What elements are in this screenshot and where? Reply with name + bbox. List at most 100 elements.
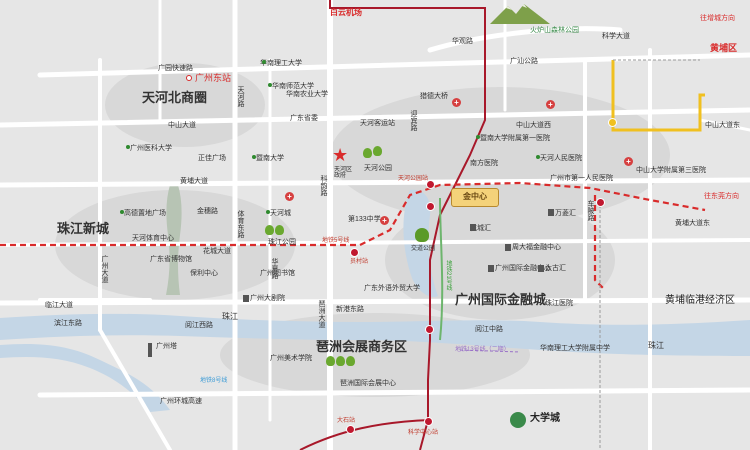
road-binjiang: 滨江东路 <box>54 320 82 327</box>
station-tianhe-east[interactable] <box>596 198 605 207</box>
station-pazhou[interactable] <box>425 325 434 334</box>
road-huaxia: 华夏路 <box>271 258 278 279</box>
road-guangshan: 广汕公路 <box>510 58 538 65</box>
poi-label: 天河体育中心 <box>132 235 174 242</box>
poi-label: 广东省博物馆 <box>150 256 192 263</box>
building-icon <box>148 343 152 357</box>
building-icon <box>548 209 554 216</box>
tree-icon <box>363 148 372 158</box>
tianhe-park: 天河公园 <box>364 165 392 172</box>
poi-label: 广州美术学院 <box>270 355 312 362</box>
tianhe-gov: 天河区政府 <box>334 167 353 179</box>
station-dashi[interactable] <box>346 425 355 434</box>
poi-label: 珠江医院 <box>545 300 573 307</box>
road-jinsui: 金穗路 <box>197 208 218 215</box>
station-tianhe-smart[interactable] <box>426 180 435 189</box>
road-guangyuan: 广园快速路 <box>158 65 193 72</box>
road-linjiang: 临江大道 <box>45 302 73 309</box>
poi-label: 花城汇 <box>470 225 491 232</box>
tree-icon <box>326 356 335 366</box>
station-label: 天河公园站 <box>398 176 429 182</box>
building-icon <box>488 265 494 272</box>
tree-icon <box>346 356 355 366</box>
tree-icon <box>275 225 284 235</box>
road-huacheng: 花城大道 <box>203 248 231 255</box>
poi-label: 周大福金融中心 <box>512 244 561 251</box>
poi-label: 天河客运站 <box>360 120 395 127</box>
poi-label: 万菱汇 <box>555 210 576 217</box>
district-university-town: 大学城 <box>530 413 560 424</box>
poi-label: 火炉山森林公园 <box>530 27 579 34</box>
hospital-icon: + <box>285 192 294 201</box>
hospital-icon: + <box>624 157 633 166</box>
poi-dot <box>252 155 256 159</box>
mountain-icon <box>490 4 550 24</box>
road-tiyu-east: 体育东路 <box>237 210 244 238</box>
district-intl-finance-city: 广州国际金融城 <box>455 292 547 307</box>
poi-label: 广州国际金融中心 <box>495 265 551 272</box>
poi-label: 中山大学附属第三医院 <box>636 167 706 174</box>
poi-dot <box>476 135 480 139</box>
poi-label: 华南理工大学 <box>260 60 302 67</box>
poi-label: 华南农业大学 <box>286 91 328 98</box>
zhujiang-park: 珠江公园 <box>268 239 296 246</box>
district-tianhe-north: 天河北商圈 <box>142 90 208 105</box>
poi-label: 高德置地广场 <box>124 210 166 217</box>
star-icon: ★ <box>332 145 349 165</box>
poi-dot <box>268 83 272 87</box>
metro-other-line: 地铁13号线（二期） <box>455 347 510 353</box>
road-kexue: 科学大道 <box>602 33 630 40</box>
direction-zengcheng: 往增城方向 <box>700 15 735 22</box>
station-pin-icon <box>186 75 192 81</box>
poi-label: 暨南大学 <box>256 155 284 162</box>
poi-label: 广州塔 <box>156 343 177 350</box>
metro-line21-label: 地铁21号线 <box>445 260 451 291</box>
district-huangpu-port: 黄埔临港经济区 <box>665 295 735 306</box>
road-tianhe: 天河路 <box>237 86 244 107</box>
river-zhujiang-east: 珠江 <box>648 341 664 350</box>
poi-dot <box>536 155 540 159</box>
poi-dot <box>120 210 124 214</box>
metro-line8-label: 地铁8号线 <box>200 378 228 384</box>
building-icon <box>470 224 476 231</box>
poi-label: 天河城 <box>270 210 291 217</box>
building-icon <box>505 244 511 251</box>
poi-label: 广州大剧院 <box>250 295 285 302</box>
poi-label: 广东外语外贸大学 <box>364 285 420 292</box>
station-yuzhu[interactable] <box>608 118 617 127</box>
poi-label: 琶洲国际会展中心 <box>340 380 396 387</box>
station-science-center[interactable] <box>424 417 433 426</box>
poi-label: 广州图书馆 <box>260 270 295 277</box>
poi-dot <box>266 210 270 214</box>
station-finance-city[interactable] <box>426 202 435 211</box>
road-huangpu: 黄埔大道 <box>180 178 208 185</box>
road-guangzhou-ave: 广州大道 <box>101 255 108 283</box>
road-zhongshan-east: 中山大道东 <box>705 122 740 129</box>
road-zhongshan-west: 中山大道西 <box>516 122 551 129</box>
road-guangzhou-ring: 广州环城高速 <box>160 398 202 405</box>
road-yingbin: 迎宾路 <box>410 110 417 131</box>
poi-label: 太古汇 <box>545 265 566 272</box>
project-name: 金中心 <box>463 192 487 201</box>
poi-label: 天河人民医院 <box>540 155 582 162</box>
poi-label: 猎德大桥 <box>420 93 448 100</box>
direction-dongguan: 往东莞方向 <box>704 193 739 200</box>
road-chebei: 车陂路 <box>587 200 594 221</box>
project-marker[interactable] <box>451 188 499 207</box>
baiyun-airport: 白云机场 <box>330 8 362 17</box>
tree-icon <box>373 146 382 156</box>
district-zhujiang-new-town: 珠江新城 <box>57 221 110 236</box>
river-zhujiang: 珠江 <box>222 312 238 321</box>
hospital-icon: + <box>546 100 555 109</box>
station-label: 科学中心站 <box>408 430 439 436</box>
poi-dot <box>126 145 130 149</box>
hospital-icon: + <box>380 216 389 225</box>
poi-label: 保利中心 <box>190 270 218 277</box>
tree-icon <box>415 228 429 242</box>
building-icon <box>538 265 544 272</box>
station-yuncun[interactable] <box>350 248 359 257</box>
guangzhou-east-station: 广州东站 <box>195 73 232 83</box>
district-pazhou: 琶洲会展商务区 <box>316 339 408 354</box>
